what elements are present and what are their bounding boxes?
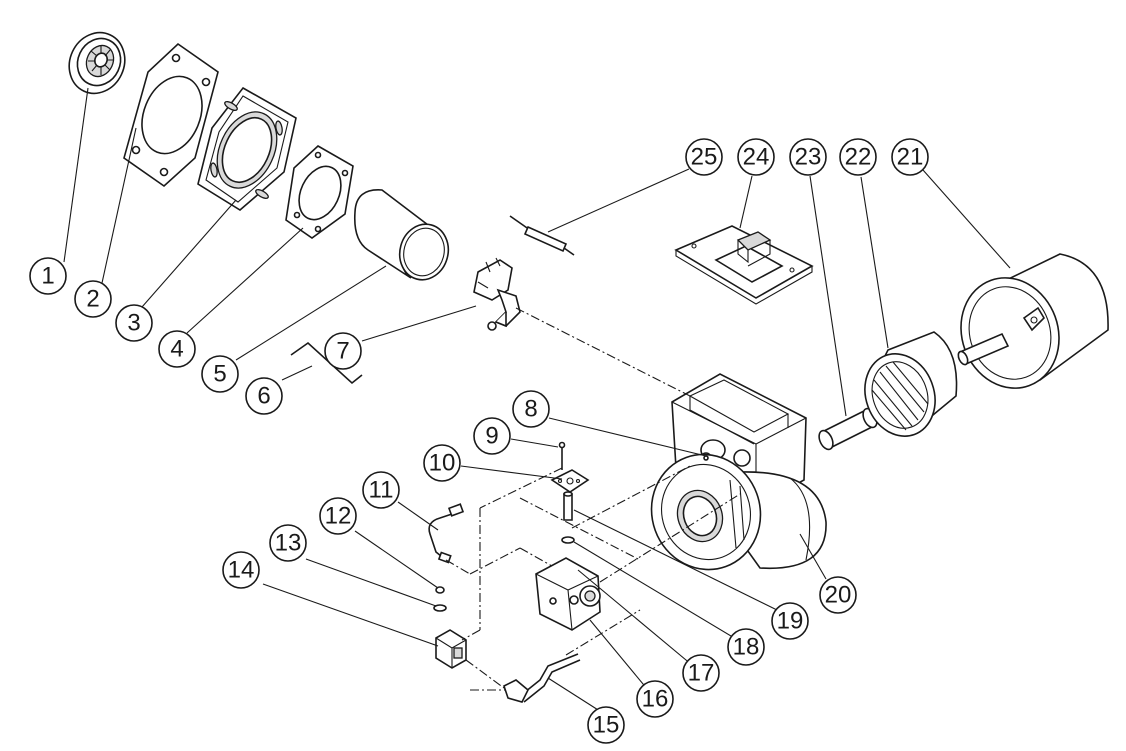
part-9-screw (558, 441, 566, 470)
callout-20: 20 (819, 576, 857, 614)
callout-17: 17 (682, 654, 720, 692)
part-2-flange-gasket (123, 42, 219, 188)
callout-8: 8 (512, 390, 550, 428)
part-19-pump-shaft (563, 491, 573, 521)
svg-text:14: 14 (228, 557, 255, 584)
part-14-solenoid-coil (435, 629, 467, 669)
callout-22: 22 (839, 138, 877, 176)
svg-text:25: 25 (691, 144, 718, 171)
callout-3: 3 (115, 304, 153, 342)
svg-text:4: 4 (170, 336, 183, 363)
svg-text:21: 21 (897, 144, 924, 171)
assembly-centerlines (445, 307, 741, 691)
part-15-oil-pipe (503, 653, 581, 703)
callout-16: 16 (636, 680, 674, 718)
svg-text:12: 12 (325, 503, 352, 530)
part-24-control-board (674, 225, 814, 305)
callout-2: 2 (74, 280, 112, 318)
part-10-cover-plate (550, 469, 590, 493)
callout-23: 23 (789, 138, 827, 176)
callout-5: 5 (201, 355, 239, 393)
part-21-motor (957, 253, 1109, 389)
callout-15: 15 (587, 706, 625, 744)
svg-text:11: 11 (369, 477, 394, 504)
svg-text:13: 13 (275, 530, 302, 557)
part-22-fan-wheel (864, 331, 958, 437)
part-25-electrode-rod (509, 215, 575, 256)
part-16-fuel-pump (535, 557, 601, 631)
callout-4: 4 (158, 330, 196, 368)
callout-12: 12 (319, 497, 357, 535)
svg-text:2: 2 (86, 286, 99, 313)
callout-13: 13 (269, 524, 307, 562)
svg-text:7: 7 (336, 338, 349, 365)
callout-19: 19 (771, 602, 809, 640)
callout-14: 14 (222, 551, 260, 589)
part-8-screw (703, 455, 709, 461)
svg-text:16: 16 (642, 686, 669, 713)
svg-text:23: 23 (795, 144, 822, 171)
callout-9: 9 (473, 417, 511, 455)
callout-1: 1 (29, 257, 67, 295)
part-20-burner-housing (650, 373, 827, 571)
part-18-o-ring (561, 536, 575, 544)
svg-text:10: 10 (429, 450, 456, 477)
part-4-gasket (285, 145, 354, 239)
svg-text:8: 8 (524, 396, 537, 423)
callout-24: 24 (737, 138, 775, 176)
leader-lines (63, 87, 1011, 716)
callout-11: 11 (362, 471, 400, 509)
svg-text:20: 20 (825, 582, 852, 609)
svg-text:15: 15 (593, 712, 620, 739)
callout-10: 10 (423, 444, 461, 482)
svg-text:9: 9 (485, 423, 498, 450)
svg-text:5: 5 (213, 361, 226, 388)
svg-text:6: 6 (257, 383, 270, 410)
svg-text:24: 24 (743, 144, 770, 171)
part-13-washer (433, 604, 447, 612)
svg-text:22: 22 (845, 144, 872, 171)
part-11-cable (428, 503, 465, 564)
callout-18: 18 (727, 628, 765, 666)
callout-21: 21 (891, 138, 929, 176)
part-7-nozzle-holder (473, 257, 521, 331)
part-5-blast-tube (353, 189, 450, 281)
callout-25: 25 (685, 138, 723, 176)
part-1-diffuser-disc (68, 31, 126, 95)
part-23-coupling (818, 407, 878, 451)
svg-text:3: 3 (127, 310, 140, 337)
svg-text:1: 1 (41, 263, 54, 290)
callout-6: 6 (245, 377, 283, 415)
part-3-mounting-flange (197, 86, 297, 211)
svg-text:19: 19 (777, 608, 804, 635)
callout-7: 7 (324, 332, 362, 370)
part-12-nut (435, 586, 445, 594)
svg-text:17: 17 (688, 660, 715, 687)
svg-text:18: 18 (733, 634, 760, 661)
